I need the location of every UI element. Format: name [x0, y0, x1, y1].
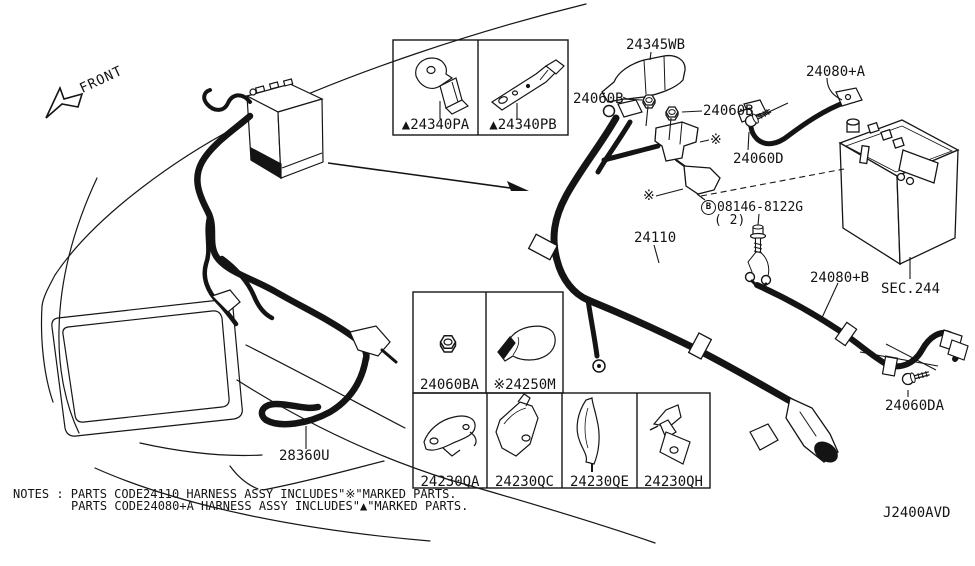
inset-boxes	[392, 39, 711, 489]
battery-in-vehicle-illustration	[245, 78, 324, 180]
notes-line-1: NOTES : PARTS CODE24110 HARNESS ASSY INC…	[13, 487, 457, 501]
bracket-clip-illustration	[654, 121, 699, 162]
callout-bolt-part-number: 08146-8122G	[717, 200, 804, 215]
inset-part-illustrations	[415, 57, 691, 472]
asterisk-marker-top: ※	[710, 132, 722, 148]
dashed-reference-line	[700, 168, 845, 197]
callout-sec244: SEC.244	[881, 281, 941, 297]
battery-illustration	[838, 118, 960, 266]
bolt-24060da-icon	[901, 371, 930, 386]
callout-24060b-right: 24060B	[703, 103, 754, 119]
bracket-24230qc-icon	[495, 393, 539, 457]
bracket-24340pb-icon	[490, 59, 565, 111]
bolt-08146-icon	[749, 224, 767, 254]
bracket-box-label-24340pa: ▲24340PA	[401, 117, 470, 133]
bracket-box-border	[392, 39, 569, 136]
bolt-marker-circle-b: B	[701, 200, 716, 215]
nut-24060b-left-icon	[642, 94, 656, 109]
boot-24250m-icon	[497, 325, 556, 362]
callout-24110: 24110	[634, 230, 677, 246]
callout-24060da: 24060DA	[885, 398, 945, 414]
grid-label-24250m: ※24250M	[493, 377, 556, 393]
grid-label-24060ba: 24060BA	[419, 377, 479, 393]
callout-24060d: 24060D	[733, 151, 784, 167]
front-direction-arrow	[45, 85, 84, 119]
vehicle-harness-illustration	[194, 88, 398, 428]
callout-24060b-left: 24060B	[573, 91, 624, 107]
bracket-24340pa-icon	[415, 57, 470, 115]
nut-24060b-right-icon	[665, 106, 679, 121]
bracket-24230qh-icon	[649, 404, 691, 465]
callout-24080b: 24080+B	[810, 270, 870, 286]
callout-24345wb: 24345WB	[626, 37, 686, 53]
bolt-24060d-icon	[744, 108, 772, 128]
bracket-24230qe-icon	[576, 397, 600, 472]
grid-label-24230qh: 24230QH	[643, 474, 703, 490]
harness-24080b-illustration	[744, 251, 969, 377]
leader-lines	[305, 51, 939, 449]
grid-label-24230qc: 24230QC	[494, 474, 554, 490]
asterisk-marker-left: ※	[643, 188, 655, 204]
notes-line-2: PARTS CODE24080+A HARNESS ASSY INCLUDES"…	[71, 499, 469, 513]
callout-28360u: 28360U	[279, 448, 330, 464]
callout-24080a: 24080+A	[806, 64, 866, 80]
harness-24110-illustration	[527, 99, 839, 463]
callout-bolt-qty: ( 2)	[714, 213, 746, 228]
terminal-cover-24345wb-illustration	[601, 54, 686, 103]
grid-label-24230qa: 24230QA	[420, 474, 480, 490]
hardware-illustrations	[642, 94, 930, 386]
diagram-code: J2400AVD	[883, 505, 951, 521]
bracket-box-label-24340pb: ▲24340PB	[489, 117, 557, 133]
detail-pointer-arrow	[327, 162, 529, 191]
bracket-24230qa-icon	[423, 415, 477, 457]
harness-28360u-loop	[258, 354, 370, 428]
nut-24060ba-icon	[439, 335, 457, 353]
bracket-clip2-illustration	[683, 165, 721, 195]
grid-label-24230qe: 24230QE	[569, 474, 629, 490]
